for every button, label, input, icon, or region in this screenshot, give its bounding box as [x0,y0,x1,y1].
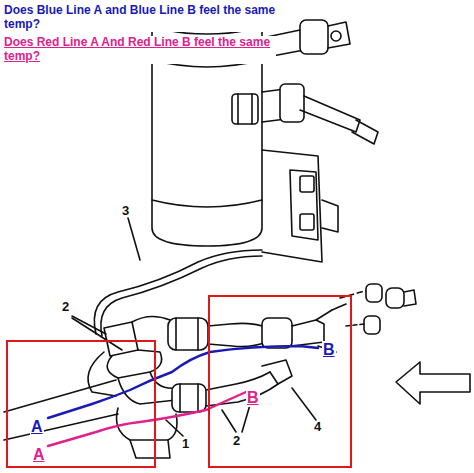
callout-number: 1 [182,437,189,452]
line-letter: A [30,418,44,436]
line-letter: B [322,341,336,359]
callout-number: 3 [122,204,129,219]
question-text: Does Red Line A And Red Line B feel the … [4,36,276,64]
callout-number: 2 [62,300,69,315]
callout-number: 4 [314,420,321,435]
line-letter: B [246,389,260,407]
highlight-box: AA [6,340,156,468]
callout-number: 2 [233,434,240,449]
highlight-box: BB [208,295,352,468]
line-letter: A [32,446,46,464]
question-text: Does Blue Line A and Blue Line B feel th… [4,4,276,32]
